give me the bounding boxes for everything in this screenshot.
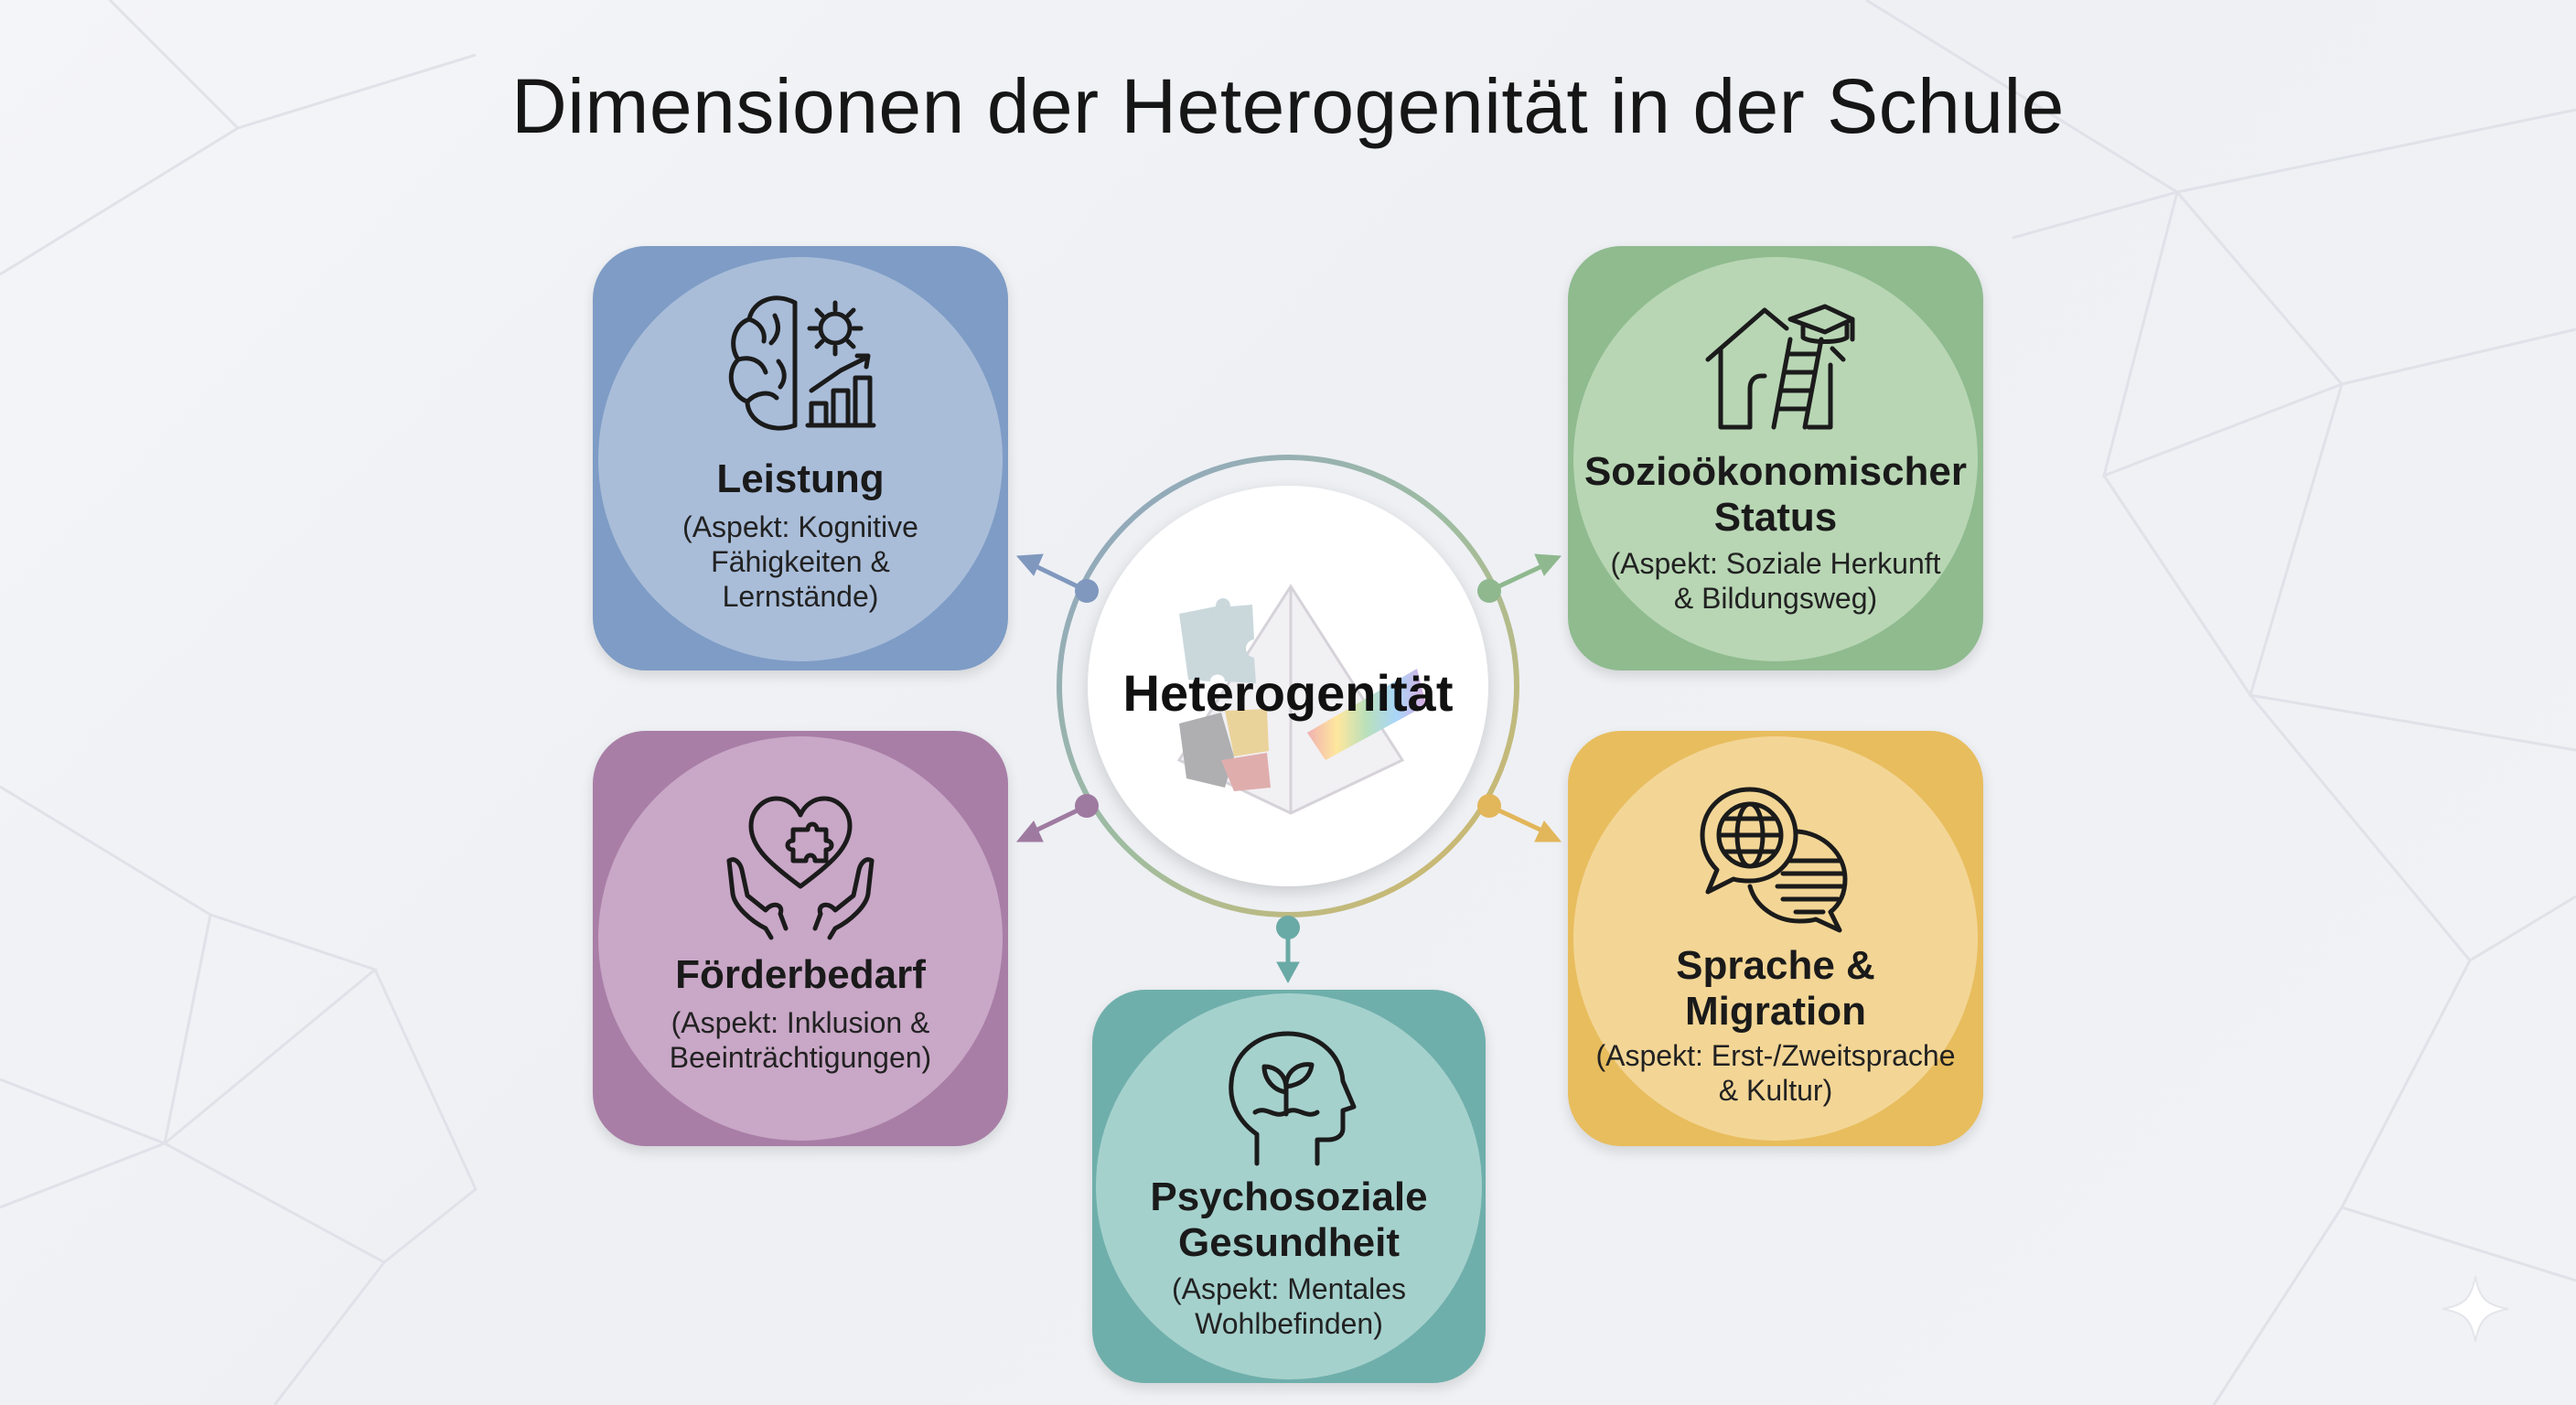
dimension-card-sprache: Sprache & Migration (Aspekt: Erst-/Zweit… (1568, 731, 1983, 1146)
center-node: Heterogenität (1088, 486, 1488, 886)
house-ladder-graduation-cap-icon (1705, 304, 1855, 430)
card-disc (1573, 736, 1978, 1141)
dimension-aspect: (Aspekt: Mentales Wohlbefinden) (1092, 1271, 1486, 1341)
arrow-to-psycho (1276, 916, 1300, 984)
center-label: Heterogenität (1122, 664, 1454, 722)
aspect-line: (Aspekt: Inklusion & (671, 1006, 930, 1039)
label-line: Migration (1685, 989, 1866, 1034)
dimension-card-foerder: Förderbedarf (Aspekt: Inklusion & Beeint… (593, 731, 1008, 1146)
aspect-line: (Aspekt: Soziale Herkunft (1610, 547, 1941, 580)
brain-gear-chart-icon (728, 295, 876, 431)
head-sprout-icon (1229, 1031, 1357, 1166)
label-line: Sprache & (1676, 943, 1875, 988)
dimension-aspect: (Aspekt: Kognitive Fähigkeiten & Lernstä… (593, 509, 1008, 614)
arrow-to-sprache (1477, 794, 1562, 842)
dimension-label: Leistung (716, 456, 885, 501)
aspect-line: Lernstände) (722, 580, 879, 613)
card-disc (598, 736, 1003, 1141)
label-line: Gesundheit (1177, 1220, 1401, 1265)
dimension-aspect: (Aspekt: Inklusion & Beeinträchtigungen) (593, 1005, 1008, 1075)
label-line: Status (1713, 495, 1838, 540)
aspect-line: (Aspekt: Erst-/Zweitsprache (1595, 1039, 1956, 1072)
page-title: Dimensionen der Heterogenität in der Sch… (511, 63, 2065, 149)
dimension-label: Psychosoziale Gesundheit (1092, 1174, 1486, 1266)
globe-speech-bubbles-icon (1700, 787, 1848, 933)
arrow-to-foerder (1015, 794, 1099, 842)
label-line: Sozioökonomischer (1583, 449, 1968, 494)
card-disc (1096, 993, 1482, 1379)
sparkle-icon (2442, 1275, 2509, 1343)
dimension-label: Sprache & Migration (1568, 943, 1983, 1035)
label-line: Psychosoziale (1150, 1174, 1428, 1219)
dimension-label: Sozioökonomischer Status (1568, 449, 1983, 541)
aspect-line: Wohlbefinden) (1195, 1307, 1383, 1340)
dimension-label: Förderbedarf (675, 952, 926, 997)
arrow-to-sozio (1477, 553, 1562, 603)
aspect-line: Beeinträchtigungen) (669, 1041, 932, 1074)
dimension-card-leistung: Leistung (Aspekt: Kognitive Fähigkeiten … (593, 246, 1008, 670)
dimension-card-sozio: Sozioökonomischer Status (Aspekt: Sozial… (1568, 246, 1983, 670)
aspect-line: Fähigkeiten & (711, 545, 890, 578)
arrow-to-leistung (1015, 553, 1099, 603)
dimension-card-psycho: Psychosoziale Gesundheit (Aspekt: Mental… (1092, 990, 1486, 1383)
dimension-aspect: (Aspekt: Soziale Herkunft & Bildungsweg) (1568, 546, 1983, 616)
aspect-line: (Aspekt: Kognitive (682, 510, 918, 543)
aspect-line: & Kultur) (1718, 1074, 1833, 1107)
dimension-aspect: (Aspekt: Erst-/Zweitsprache & Kultur) (1568, 1038, 1983, 1108)
hands-heart-puzzle-icon (726, 796, 875, 940)
aspect-line: (Aspekt: Mentales (1171, 1272, 1407, 1305)
card-disc (1573, 257, 1978, 661)
card-disc (598, 257, 1003, 661)
prism-puzzle-icon (1176, 584, 1426, 815)
connector-ring (1057, 455, 1519, 917)
aspect-line: & Bildungsweg) (1673, 582, 1878, 615)
